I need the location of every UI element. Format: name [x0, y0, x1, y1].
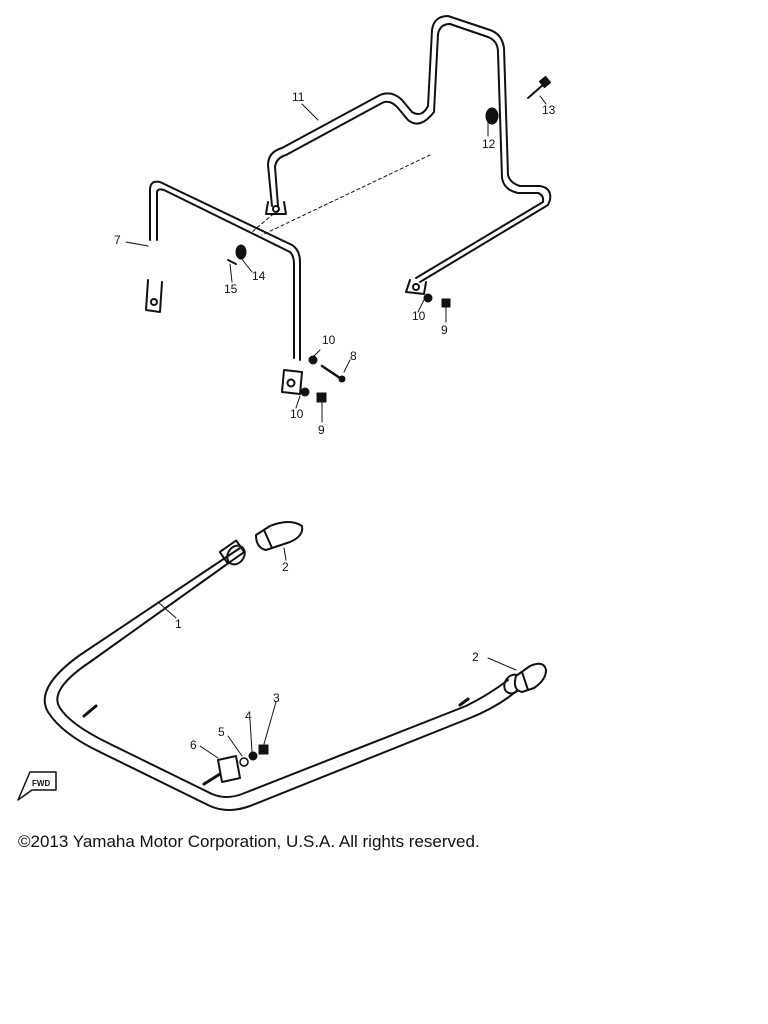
callout-labels: 11 12 13 7 14 15 10 8 10 9 10 9 2 1 2 3 … — [32, 90, 556, 788]
backrest-bar — [265, 15, 552, 295]
main-loop-bar — [43, 539, 523, 811]
parts-diagram: 11 12 13 7 14 15 10 8 10 9 10 9 2 1 2 3 … — [17, 15, 556, 811]
copyright-notice: ©2013 Yamaha Motor Corporation, U.S.A. A… — [18, 832, 480, 851]
callout-13: 13 — [542, 103, 556, 117]
callout-1: 1 — [175, 617, 182, 631]
callout-10-c: 10 — [412, 309, 426, 323]
hardware-lower — [82, 697, 470, 786]
end-plugs — [255, 521, 547, 693]
callout-15: 15 — [224, 282, 238, 296]
callout-6: 6 — [190, 738, 197, 752]
callout-8: 8 — [350, 349, 357, 363]
callout-10-b: 10 — [290, 407, 304, 421]
callout-7: 7 — [114, 233, 121, 247]
callout-11: 11 — [292, 90, 305, 104]
callout-2-a: 2 — [282, 560, 289, 574]
hardware-upper — [227, 75, 552, 403]
callout-3: 3 — [273, 691, 280, 705]
forward-arrow-icon — [17, 771, 57, 801]
leaders-lower — [157, 547, 517, 759]
callout-12: 12 — [482, 137, 496, 151]
callout-9-a: 9 — [318, 423, 325, 437]
callout-5: 5 — [218, 725, 225, 739]
fwd-label: FWD — [32, 779, 50, 788]
leaders-upper — [125, 95, 547, 423]
callout-9-b: 9 — [441, 323, 448, 337]
callout-14: 14 — [252, 269, 266, 283]
callout-2-b: 2 — [472, 650, 479, 664]
callout-10-a: 10 — [322, 333, 336, 347]
callout-4: 4 — [245, 709, 252, 723]
rear-guard-frame — [145, 180, 303, 395]
